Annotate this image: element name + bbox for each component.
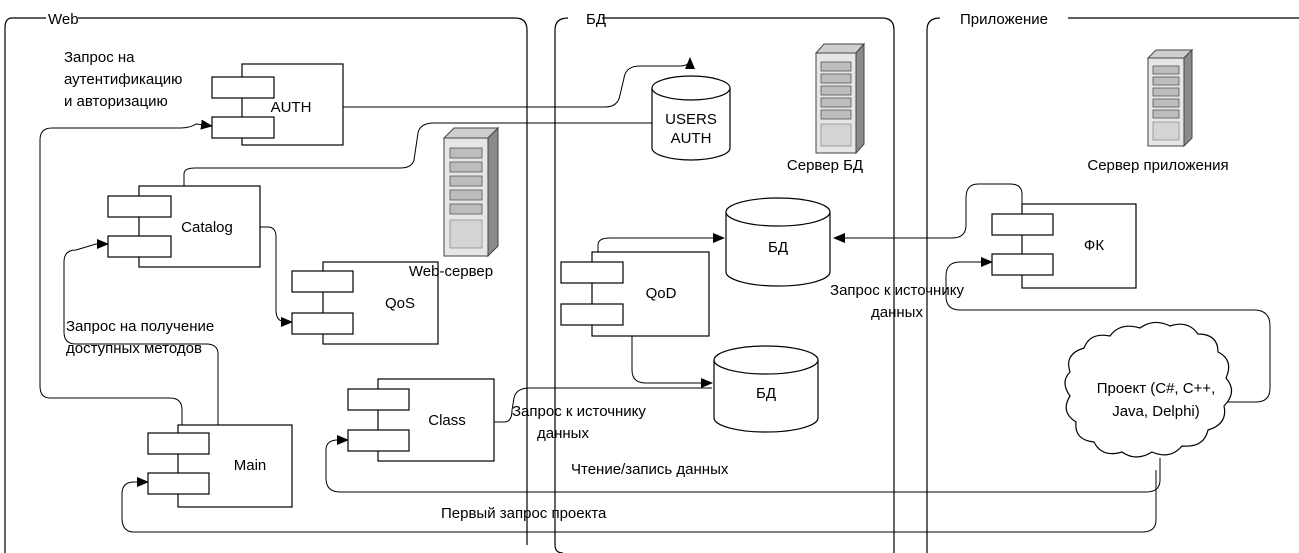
component-class-label: Class bbox=[428, 412, 466, 429]
db-users-auth-line1: USERS bbox=[665, 111, 717, 128]
db-server-icon bbox=[814, 42, 866, 155]
connectors bbox=[39, 57, 1271, 533]
component-class[interactable]: Class bbox=[347, 378, 495, 462]
zone-app: Приложение bbox=[926, 11, 1299, 553]
app-server-label: Сервер приложения bbox=[1087, 157, 1228, 174]
component-auth-label: AUTH bbox=[271, 99, 312, 116]
label-data-source-request-1-line1: Запрос к источнику bbox=[830, 282, 964, 299]
component-main-label: Main bbox=[234, 457, 267, 474]
zone-web-label: Web bbox=[48, 11, 79, 28]
label-auth-request: Запрос на аутентификацию и авторизацию bbox=[64, 49, 182, 110]
component-qos[interactable]: QoS bbox=[291, 261, 439, 345]
label-first-request: Первый запрос проекта bbox=[441, 505, 607, 522]
db-top-label: БД bbox=[768, 239, 788, 256]
label-methods-request: Запрос на получение доступных методов bbox=[66, 318, 214, 357]
component-fk-label: ФК bbox=[1084, 237, 1104, 254]
label-methods-request-line2: доступных методов bbox=[66, 340, 202, 357]
db-users-auth-line2: AUTH bbox=[671, 130, 712, 147]
zone-app-label: Приложение bbox=[960, 11, 1048, 28]
label-data-source-request-1: Запрос к источнику данных bbox=[830, 282, 964, 321]
label-auth-request-line1: Запрос на bbox=[64, 49, 135, 66]
web-server-label: Web-сервер bbox=[409, 263, 493, 280]
component-qod-label: QoD bbox=[646, 285, 677, 302]
label-auth-request-line2: аутентификацию bbox=[64, 71, 182, 88]
db-top[interactable]: БД bbox=[725, 197, 831, 287]
component-qod[interactable]: QoD bbox=[560, 251, 710, 337]
label-methods-request-line1: Запрос на получение bbox=[66, 318, 214, 335]
component-qos-label: QoS bbox=[385, 295, 415, 312]
component-catalog[interactable]: Catalog bbox=[107, 185, 261, 268]
app-server-icon bbox=[1146, 48, 1194, 148]
component-fk[interactable]: ФК bbox=[991, 203, 1137, 289]
db-users-auth[interactable]: USERS AUTH bbox=[651, 75, 731, 161]
label-data-source-request-1-line2: данных bbox=[871, 304, 923, 321]
component-auth[interactable]: AUTH bbox=[211, 63, 344, 146]
project-cloud-line2: Java, Delphi) bbox=[1112, 403, 1200, 420]
web-server-icon bbox=[442, 126, 500, 258]
label-data-source-request-2-line1: Запрос к источнику bbox=[512, 403, 646, 420]
label-data-source-request-2: Запрос к источнику данных bbox=[512, 403, 646, 442]
label-read-write: Чтение/запись данных bbox=[571, 461, 729, 478]
zone-db-label: БД bbox=[586, 11, 606, 28]
component-main[interactable]: Main bbox=[147, 424, 293, 508]
label-data-source-request-2-line2: данных bbox=[537, 425, 589, 442]
zone-web: Web bbox=[4, 11, 528, 553]
zone-db: БД bbox=[554, 11, 895, 553]
db-bottom-label: БД bbox=[756, 385, 776, 402]
db-server-label: Сервер БД bbox=[787, 157, 863, 174]
project-cloud-line1: Проект (C#, C++, bbox=[1097, 380, 1216, 397]
label-auth-request-line3: и авторизацию bbox=[64, 93, 168, 110]
project-cloud[interactable]: Проект (C#, C++, Java, Delphi) bbox=[1064, 321, 1233, 458]
db-bottom[interactable]: БД bbox=[713, 345, 819, 433]
component-catalog-label: Catalog bbox=[181, 219, 233, 236]
